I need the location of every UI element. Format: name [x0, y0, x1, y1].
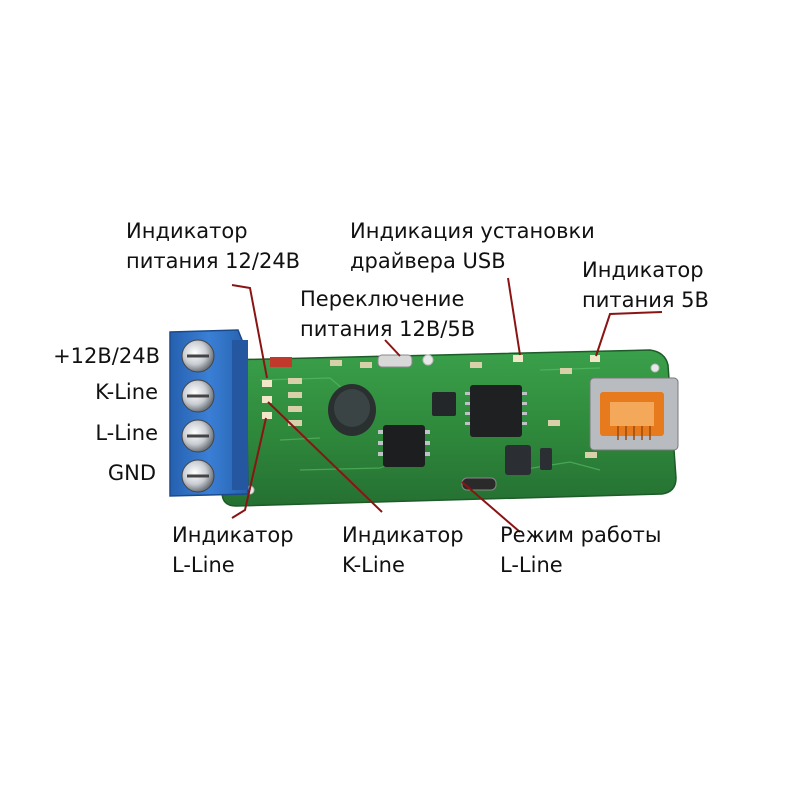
pointer-mode-l-line: [461, 481, 521, 533]
pointer-power-switch: [384, 339, 401, 357]
label-power-indicator-12-24: Индикатор питания 12/24В: [126, 219, 301, 273]
label-power-indicator-5v: Индикатор питания 5В: [582, 258, 709, 312]
label-indicator-l-line: Индикатор L-Line: [172, 523, 294, 577]
label-indicator-k-line: Индикатор K-Line: [342, 523, 464, 577]
pointer-l-line: [231, 417, 267, 519]
pointer-lines: [231, 277, 663, 533]
pointer-k-line: [267, 401, 383, 513]
usb-connector: [589, 377, 679, 451]
terminal-label-gnd: GND: [107, 461, 156, 485]
terminal-label-k-line: K-Line: [95, 380, 158, 404]
terminal-label-l-line: L-Line: [95, 421, 158, 445]
label-mode-l-line: Режим работы L-Line: [500, 523, 662, 577]
pointer-usb-driver: [507, 277, 521, 356]
terminal-label-power: +12В/24В: [53, 344, 160, 368]
pointer-power-5v: [595, 311, 663, 357]
label-usb-driver-indication: Индикация установки драйвера USB: [350, 219, 595, 273]
label-power-switch: Переключение питания 12В/5В: [300, 287, 476, 341]
components: [262, 354, 600, 491]
terminal-block: [169, 329, 249, 497]
pointer-power-1224: [231, 284, 268, 379]
